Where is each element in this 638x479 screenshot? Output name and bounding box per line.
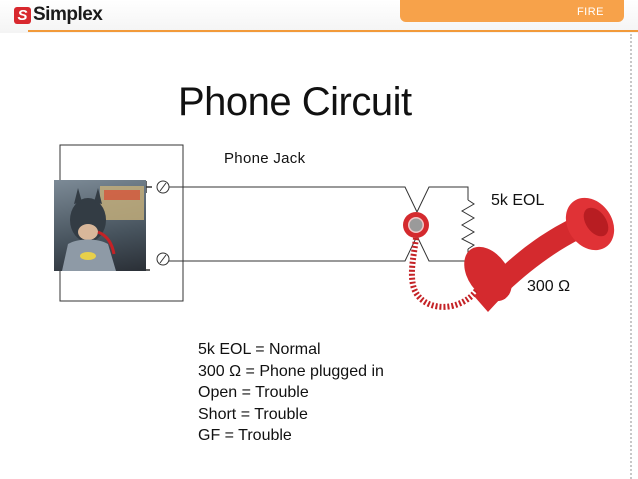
page-title: Phone Circuit (178, 80, 412, 124)
header-divider (28, 30, 638, 32)
section-label: FIRE (576, 6, 604, 18)
circuit-wires (169, 186, 469, 262)
legend-item: 300 Ω = Phone plugged in (198, 362, 384, 380)
terminal-screw-icon (156, 180, 170, 194)
section-tab: FIRE (400, 0, 624, 22)
legend-item: 5k EOL = Normal (198, 341, 321, 358)
phone-jack-label: Phone Jack (224, 150, 306, 167)
simplex-logo: S Simplex (14, 4, 103, 26)
logo-mark-icon: S (14, 6, 31, 24)
phone-jack-icon (403, 212, 429, 238)
photo-icon (54, 180, 146, 271)
legend-item: Short = Trouble (198, 405, 308, 423)
legend-list: 5k EOL = Normal 300 Ω = Phone plugged in… (198, 339, 384, 447)
logo-text: Simplex (33, 4, 103, 25)
legend-item: Open = Trouble (198, 384, 309, 401)
phone-resistance-label: 300 Ω (527, 278, 571, 295)
coiled-cord (408, 237, 485, 310)
slide-right-border (630, 34, 632, 479)
telephone-handset-icon (464, 197, 615, 312)
resistor-icon (460, 199, 475, 250)
legend-item: GF = Trouble (198, 427, 292, 444)
eol-resistor-label: 5k EOL (491, 192, 545, 209)
terminal-screw-icon (156, 252, 170, 266)
